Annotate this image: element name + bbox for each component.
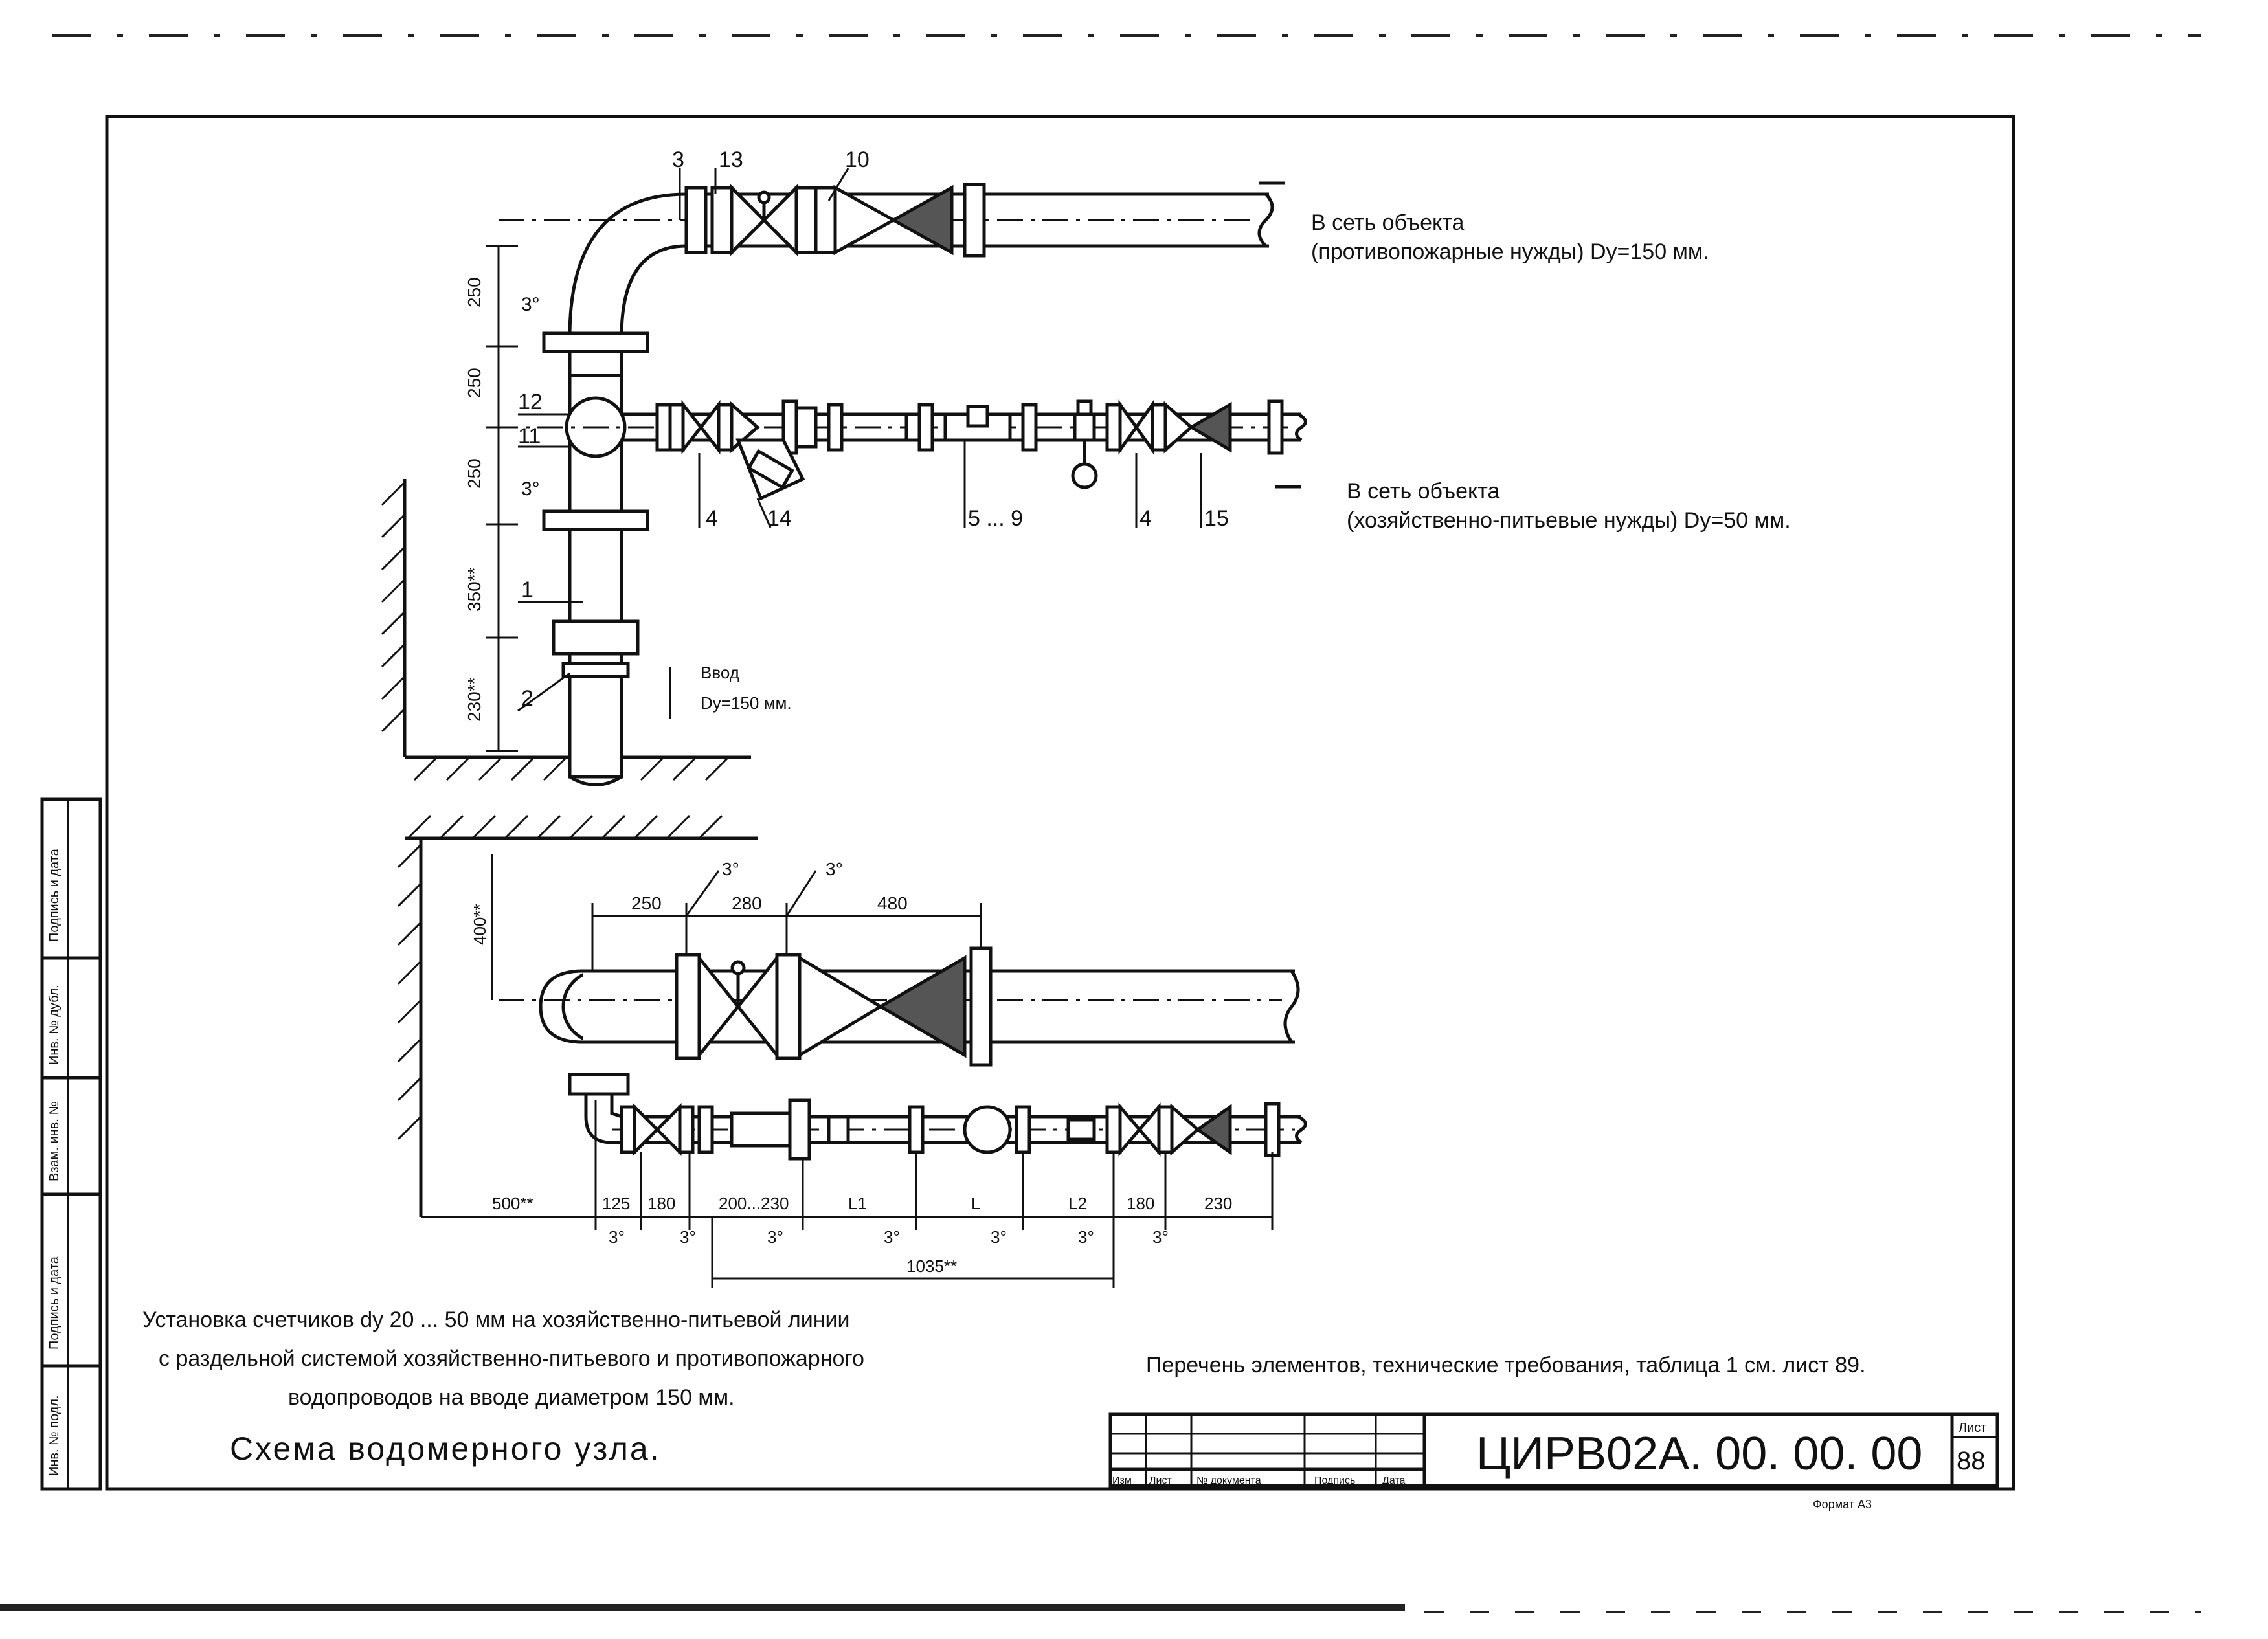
angle-top-1: 3° [521, 294, 540, 315]
drawing-title: Схема водомерного узла. [230, 1431, 661, 1467]
bdim-L1: L1 [848, 1194, 867, 1213]
stamp-text-5: Инв. № подл. [47, 1395, 62, 1476]
caption-line2: с раздельной системой хозяйственно-питье… [159, 1346, 864, 1371]
bdim-400: 400** [470, 904, 489, 945]
callout-5-9: 5 ... 9 [968, 506, 1023, 531]
bottom-dimensions: 250 280 480 3° 3° 400** 500** 125 180 20… [470, 859, 1232, 1276]
stamp-text-4: Подпись и дата [47, 1256, 62, 1350]
inlet-line2: Dy=150 мм. [701, 693, 792, 713]
bdim-200-230: 200...230 [719, 1194, 789, 1213]
tb-col-list: Лист [1149, 1475, 1172, 1486]
callout-14: 14 [767, 506, 792, 531]
bdim-180b: 180 [1127, 1194, 1154, 1213]
stamp-text-1: Подпись и дата [47, 848, 62, 942]
top-diagram [381, 168, 1307, 786]
callout-2: 2 [521, 686, 533, 711]
bangle-top-1: 3° [722, 859, 739, 879]
bottom-diagram [397, 814, 1307, 1288]
bdim-500: 500** [492, 1194, 533, 1213]
title-block [1108, 1412, 1999, 1488]
reference-note: Перечень элементов, технические требован… [1146, 1353, 1866, 1377]
drawing-frame [105, 115, 2015, 1491]
sheet-label: Лист [1959, 1421, 1986, 1435]
tb-col-sign: Подпись [1314, 1475, 1355, 1486]
doc-code: ЦИРВ02А. 00. 00. 00 [1476, 1428, 1922, 1480]
caption-line3: водопроводов на вводе диаметром 150 мм. [288, 1385, 735, 1410]
dim-350: 350** [464, 567, 484, 612]
callout-10: 10 [845, 148, 870, 172]
bangle-6: 3° [1078, 1227, 1094, 1247]
angle-top-2: 3° [521, 478, 540, 500]
dim-250-a: 250 [464, 277, 484, 307]
callout-13: 13 [719, 148, 743, 172]
side-stamp [40, 797, 102, 1491]
dim-250-c: 250 [464, 458, 484, 489]
bangle-4: 3° [884, 1227, 900, 1247]
bdim-480: 480 [877, 893, 908, 913]
bdim-125: 125 [602, 1194, 630, 1213]
callout-4a: 4 [706, 506, 718, 531]
tb-col-doc: № документа [1196, 1475, 1261, 1486]
bangle-5: 3° [991, 1227, 1007, 1247]
bdim-250: 250 [631, 893, 662, 913]
top-labels: В сеть объекта (противопожарные нужды) D… [701, 210, 1791, 713]
callout-1: 1 [521, 577, 533, 602]
outlet-fire-line1: В сеть объекта [1311, 210, 1464, 235]
caption-line1: Установка счетчиков dy 20 ... 50 мм на х… [142, 1308, 850, 1332]
scan-header-artifacts [0, 34, 2201, 1613]
bdim-1035: 1035** [906, 1256, 957, 1276]
bangle-top-2: 3° [825, 859, 843, 879]
dim-250-b: 250 [464, 368, 484, 398]
bdim-L: L [971, 1194, 980, 1213]
inlet-line1: Ввод [701, 663, 739, 682]
bdim-L2: L2 [1068, 1194, 1087, 1213]
callout-3: 3 [672, 148, 684, 172]
bdim-280: 280 [732, 893, 762, 913]
outlet-domestic-line2: (хозяйственно-питьевые нужды) Dy=50 мм. [1347, 508, 1791, 533]
stamp-text-2: Инв. № дубл. [47, 985, 62, 1065]
stamp-text-3: Взам. инв. № [47, 1101, 62, 1181]
callout-15: 15 [1204, 506, 1229, 531]
tb-col-izm: Изм [1112, 1475, 1132, 1486]
top-callouts: 3 13 10 12 11 4 14 5 ... 9 4 15 1 2 [518, 148, 1229, 711]
bdim-180a: 180 [647, 1194, 675, 1213]
bangle-7: 3° [1152, 1227, 1169, 1247]
top-dimensions: 250 250 250 350** 230** 3° 3° [464, 277, 540, 722]
tb-col-date: Дата [1382, 1475, 1406, 1486]
outlet-fire-line2: (противопожарные нужды) Dy=150 мм. [1311, 240, 1709, 264]
bangle-3: 3° [767, 1227, 783, 1247]
format-label: Формат А3 [1813, 1498, 1872, 1511]
bangle-2: 3° [680, 1227, 696, 1247]
sheet-number: 88 [1957, 1447, 1986, 1475]
outlet-domestic-line1: В сеть объекта [1347, 479, 1499, 504]
callout-11: 11 [518, 424, 541, 449]
callout-12: 12 [518, 390, 543, 414]
bangle-1: 3° [609, 1227, 625, 1247]
callout-4b: 4 [1140, 506, 1152, 531]
dim-230: 230** [464, 677, 484, 722]
caption-block: Установка счетчиков dy 20 ... 50 мм на х… [142, 1308, 1866, 1467]
bdim-230: 230 [1204, 1194, 1232, 1213]
